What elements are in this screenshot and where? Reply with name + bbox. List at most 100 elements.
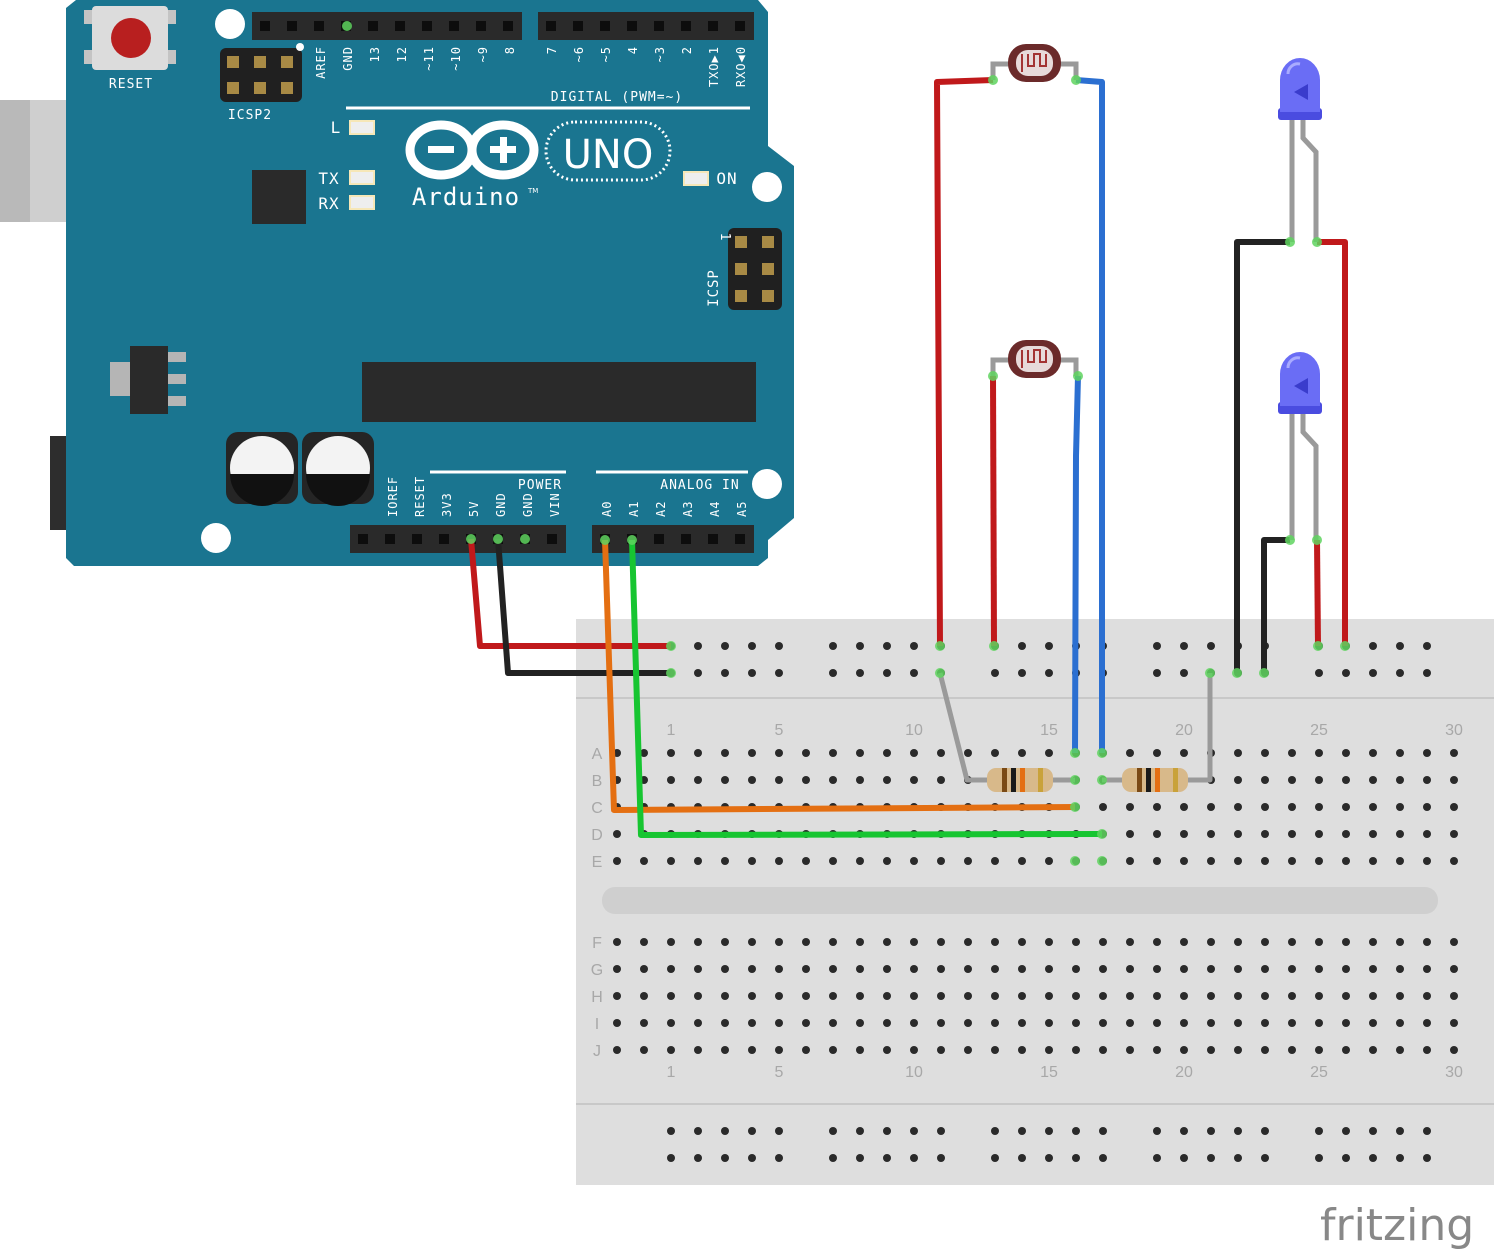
grid-hole <box>1423 830 1431 838</box>
rail-hole <box>694 669 702 677</box>
grid-hole <box>613 1046 621 1054</box>
column-number: 20 <box>1175 1064 1193 1081</box>
grid-hole <box>1342 1046 1350 1054</box>
grid-hole <box>937 1046 945 1054</box>
grid-hole <box>1450 857 1458 865</box>
uno-badge <box>544 120 672 182</box>
rail-hole <box>748 642 756 650</box>
connection-dot <box>627 535 637 545</box>
grid-hole <box>910 1019 918 1027</box>
grid-hole <box>1018 749 1026 757</box>
pin-label: TXO▶1 <box>707 46 721 87</box>
icsp2-header <box>220 43 304 102</box>
grid-hole <box>829 1019 837 1027</box>
rail-hole <box>1369 669 1377 677</box>
grid-hole <box>1153 803 1161 811</box>
rail-hole <box>829 1127 837 1135</box>
pin-label: GND <box>521 492 535 517</box>
grid-hole <box>1207 992 1215 1000</box>
grid-hole <box>1396 857 1404 865</box>
grid-hole <box>694 749 702 757</box>
column-number: 15 <box>1040 722 1058 739</box>
rail-hole <box>991 1127 999 1135</box>
rail-hole <box>1099 1127 1107 1135</box>
led-1 <box>1278 58 1322 242</box>
pcb <box>66 0 794 566</box>
grid-hole <box>1072 938 1080 946</box>
grid-hole <box>694 1019 702 1027</box>
pin-label: RXO◀0 <box>734 46 748 87</box>
grid-hole <box>1396 1046 1404 1054</box>
column-number: 30 <box>1445 1064 1463 1081</box>
rail-hole <box>694 642 702 650</box>
connection-dot <box>1097 775 1107 785</box>
grid-hole <box>1261 857 1269 865</box>
grid-hole <box>1180 857 1188 865</box>
grid-hole <box>1396 938 1404 946</box>
grid-hole <box>721 965 729 973</box>
connection-dot <box>935 668 945 678</box>
grid-hole <box>1234 857 1242 865</box>
grid-hole <box>802 776 810 784</box>
pin-label: 12 <box>395 46 409 62</box>
wire-led1-black <box>1234 239 1290 673</box>
grid-hole <box>910 938 918 946</box>
grid-hole <box>1126 938 1134 946</box>
rail-hole <box>721 1127 729 1135</box>
connection-dot <box>1097 829 1107 839</box>
grid-hole <box>1315 965 1323 973</box>
icsp-label: ICSP <box>706 269 722 307</box>
header-pin <box>546 21 556 31</box>
analog-label: ANALOG IN <box>660 478 739 493</box>
grid-hole <box>1450 938 1458 946</box>
connection-dot <box>600 535 610 545</box>
connection-dot <box>666 641 676 651</box>
header-pin <box>681 21 691 31</box>
grid-hole <box>1369 830 1377 838</box>
power-label: POWER <box>518 478 562 493</box>
grid-hole <box>1234 1046 1242 1054</box>
pin-label: 5V <box>467 501 481 517</box>
connection-dot <box>1097 856 1107 866</box>
header-pin <box>573 21 583 31</box>
grid-hole <box>991 857 999 865</box>
grid-hole <box>775 749 783 757</box>
connection-dot <box>1205 668 1215 678</box>
led-tx <box>349 170 375 185</box>
grid-hole <box>694 1046 702 1054</box>
rail-hole <box>883 1154 891 1162</box>
header-pin <box>735 21 745 31</box>
led-l <box>349 120 375 135</box>
rail-hole <box>1153 1127 1161 1135</box>
rail-hole <box>937 1154 945 1162</box>
grid-hole <box>1450 992 1458 1000</box>
connection-dot <box>666 668 676 678</box>
header-pin <box>422 21 432 31</box>
grid-hole <box>1126 857 1134 865</box>
grid-hole <box>748 1046 756 1054</box>
grid-hole <box>1342 857 1350 865</box>
grid-hole <box>1369 749 1377 757</box>
grid-hole <box>1369 803 1377 811</box>
grid-hole <box>667 938 675 946</box>
grid-hole <box>1153 857 1161 865</box>
grid-hole <box>1099 803 1107 811</box>
grid-hole <box>694 857 702 865</box>
breadboard: 1 5 10 15 20 25 30 1 5 10 15 20 25 30 A … <box>576 619 1494 1185</box>
rail-hole <box>694 1154 702 1162</box>
grid-hole <box>937 992 945 1000</box>
rail-hole <box>856 642 864 650</box>
rail-hole <box>1207 1127 1215 1135</box>
grid-hole <box>1153 992 1161 1000</box>
rail-hole <box>1180 1154 1188 1162</box>
rail-hole <box>1315 1127 1323 1135</box>
connection-dot <box>1285 535 1295 545</box>
reset-button[interactable] <box>84 6 176 70</box>
grid-hole <box>1342 992 1350 1000</box>
grid-hole <box>1180 749 1188 757</box>
grid-hole <box>856 1019 864 1027</box>
grid-hole <box>1126 830 1134 838</box>
grid-hole <box>964 938 972 946</box>
rail-hole <box>883 642 891 650</box>
